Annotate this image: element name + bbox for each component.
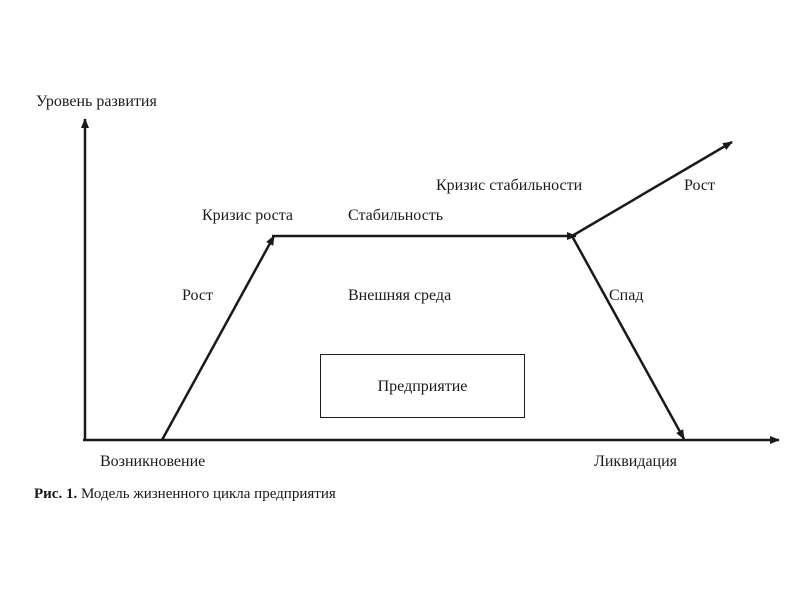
stage-origin-label: Возникновение	[100, 453, 206, 470]
regrowth-arrow	[571, 140, 733, 238]
stage-stability-label: Стабильность	[348, 207, 444, 224]
stage-liquidation-label: Ликвидация	[594, 453, 678, 470]
stage-growth-crisis-label: Кризис роста	[202, 207, 294, 224]
y-axis-label: Уровень развития	[36, 93, 157, 110]
stage-growth-label: Рост	[182, 287, 213, 304]
caption-prefix: Рис. 1.	[34, 486, 78, 502]
enterprise-box: Предприятие	[320, 354, 525, 418]
stage-stability-crisis-label: Кризис стабильности	[436, 177, 583, 194]
stage-regrowth-label: Рост	[684, 177, 715, 194]
decline-arrow	[570, 235, 686, 440]
figure-caption: Рис. 1. Модель жизненного цикла предприя…	[34, 484, 336, 504]
enterprise-label: Предприятие	[377, 378, 468, 395]
growth-arrow	[160, 235, 276, 441]
caption-text: Модель жизненного цикла предприятия	[80, 486, 336, 502]
environment-label: Внешняя среда	[348, 287, 452, 304]
stage-decline-label: Спад	[609, 287, 644, 304]
